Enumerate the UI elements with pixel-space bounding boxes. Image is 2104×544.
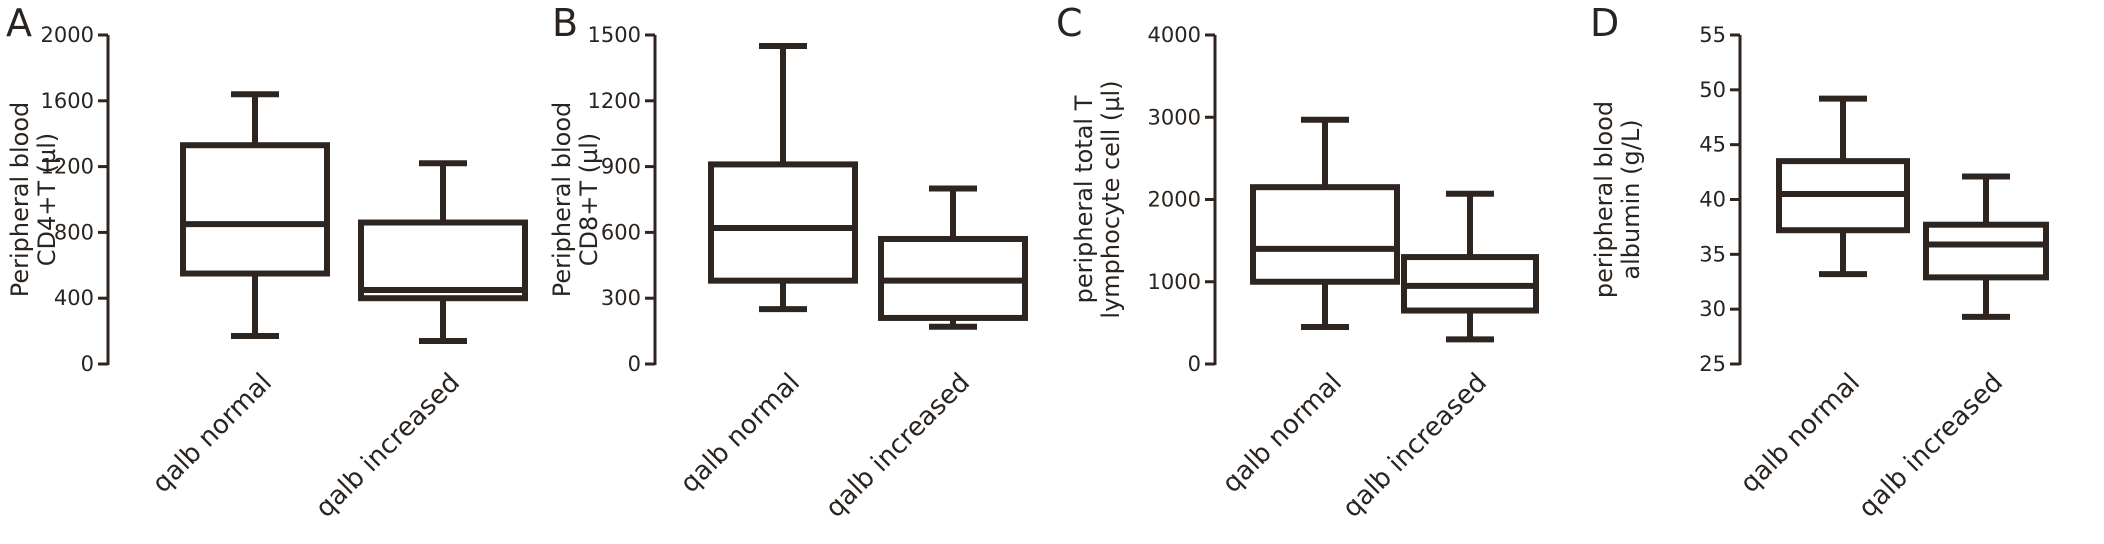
category-label: qalb normal (147, 368, 278, 499)
y-axis-label: Peripheral blood (548, 102, 576, 298)
y-axis-label: Peripheral blood (6, 102, 34, 298)
y-axis-label: albumin (g/L) (1617, 119, 1645, 279)
y-tick-label: 40 (1699, 188, 1726, 212)
category-label: qalb increased (820, 368, 976, 524)
y-tick-label: 2000 (41, 23, 94, 47)
category-label: qalb normal (1217, 368, 1348, 499)
y-tick-label: 35 (1699, 242, 1726, 266)
panel-letter: B (552, 1, 578, 45)
y-tick-label: 1200 (588, 89, 641, 113)
y-tick-label: 1000 (1148, 270, 1201, 294)
panel-letter: C (1056, 1, 1083, 45)
y-axis-label: CD8+T (µl) (575, 133, 603, 267)
y-tick-label: 4000 (1148, 23, 1201, 47)
y-tick-label: 0 (81, 352, 94, 376)
y-tick-label: 3000 (1148, 105, 1201, 129)
y-tick-label: 900 (601, 155, 641, 179)
y-tick-label: 50 (1699, 78, 1726, 102)
y-tick-label: 400 (54, 286, 94, 310)
y-tick-label: 1200 (41, 155, 94, 179)
y-tick-label: 30 (1699, 297, 1726, 321)
box-iqr (708, 161, 858, 284)
y-tick-label: 55 (1699, 23, 1726, 47)
y-tick-label: 45 (1699, 133, 1726, 157)
category-label: qalb increased (310, 368, 466, 524)
y-tick-label: 800 (54, 220, 94, 244)
y-tick-label: 25 (1699, 352, 1726, 376)
y-tick-label: 300 (601, 286, 641, 310)
y-tick-label: 0 (628, 352, 641, 376)
category-label: qalb normal (1735, 368, 1866, 499)
category-label: qalb increased (1853, 368, 2009, 524)
category-label: qalb normal (675, 368, 806, 499)
box-iqr (1250, 184, 1400, 285)
y-tick-label: 1600 (41, 89, 94, 113)
y-tick-label: 1500 (588, 23, 641, 47)
y-axis-label: peripheral total T (1070, 95, 1098, 303)
y-tick-label: 0 (1188, 352, 1201, 376)
box-iqr (180, 142, 330, 277)
y-tick-label: 2000 (1148, 188, 1201, 212)
y-axis-label: peripheral blood (1590, 101, 1618, 298)
panel-letter: A (6, 1, 32, 45)
category-label: qalb increased (1337, 368, 1493, 524)
panel-letter: D (1590, 1, 1619, 45)
y-axis-label: lymphocyte cell (µl) (1097, 80, 1125, 318)
y-axis-label: CD4+T (µl) (33, 133, 61, 267)
y-tick-label: 600 (601, 220, 641, 244)
box-iqr (358, 219, 528, 302)
box-iqr (1923, 221, 2049, 281)
